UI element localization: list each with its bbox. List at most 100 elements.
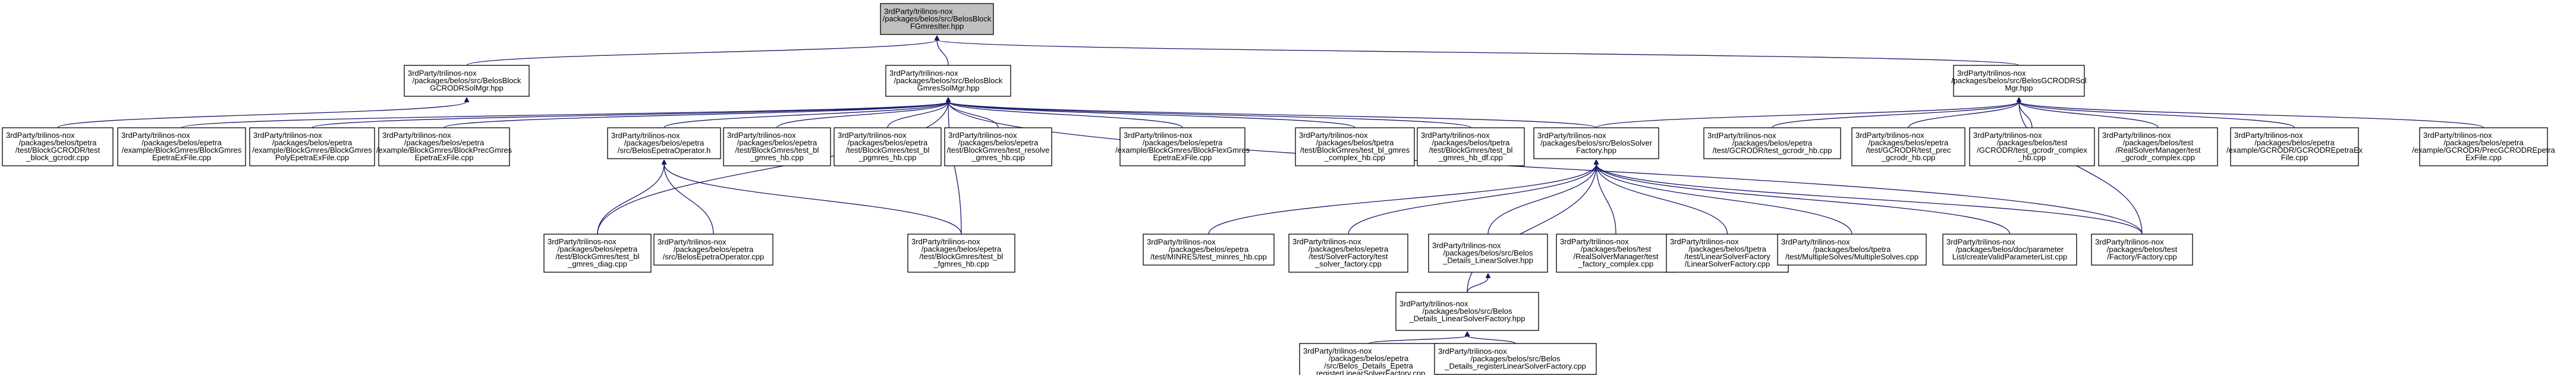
node-tpetra-bl-gmres-complex[interactable]: 3rdParty/trilinos-nox/packages/belos/tpe… (1295, 127, 1415, 166)
node-box (2091, 234, 2193, 266)
node-label-line: _gmres_diag.cpp (567, 260, 627, 269)
node-label-line: 3rdParty/trilinos-nox (1147, 237, 1216, 246)
edge-realsolvermanager-complex-to-gcrodr-solmgr2 (2019, 102, 2159, 128)
node-prec-gcrodr-epetra-ex[interactable]: 3rdParty/trilinos-nox/packages/belos/epe… (2412, 127, 2556, 166)
edge-tpetra-bl-gmres-diag-to-gmressolmgr (948, 102, 1471, 128)
node-label-line: _registerLinearSolverFactory.cpp (1311, 369, 1426, 375)
node-box (653, 234, 773, 266)
node-gcrodr-hb[interactable]: 3rdParty/trilinos-nox/packages/belos/epe… (1703, 127, 1841, 159)
node-label-line: 3rdParty/trilinos-nox (2423, 131, 2492, 140)
node-label-line: /packages/belos/tpetra (1688, 245, 1767, 254)
node-solverfactory-test[interactable]: 3rdParty/trilinos-nox/packages/belos/epe… (1288, 234, 1408, 273)
node-realsolvermanager-complex[interactable]: 3rdParty/trilinos-nox/packages/belos/tes… (2098, 127, 2218, 166)
node-label-line: /packages/belos/epetra (272, 138, 353, 147)
node-label-line: /example/GCRODR/PrecGCRODREpetra (2412, 146, 2555, 155)
edge-solverfactory-test-to-solverfactory-hpp (1348, 164, 1596, 235)
node-box (378, 127, 510, 166)
node-label-line: /test/BlockGmres/test_bl (1429, 146, 1513, 155)
node-gcrodr-epetra-ex[interactable]: 3rdParty/trilinos-nox/packages/belos/epe… (2226, 127, 2363, 166)
edge-gcrodr-prec-hb-to-gcrodr-solmgr2 (1908, 102, 2019, 128)
node-blockflex-ex[interactable]: 3rdParty/trilinos-nox/packages/belos/epe… (1115, 127, 1250, 166)
node-box (944, 127, 1052, 166)
node-test-bl-pgmres-hb[interactable]: 3rdParty/trilinos-nox/packages/belos/epe… (833, 127, 942, 166)
edge-createvalidparam-to-solverfactory-hpp (1596, 164, 2011, 235)
node-box (607, 127, 721, 159)
node-tpetra-bl-gmres-diag[interactable]: 3rdParty/trilinos-nox/packages/belos/tpe… (1417, 127, 1525, 166)
node-label-line: _gmres_hb_df.cpp (1438, 153, 1503, 162)
edge-tpetra-block-gcrodr-to-gcrodrsolmgr (57, 102, 467, 128)
node-factory-cpp[interactable]: 3rdParty/trilinos-nox/packages/belos/tes… (2091, 234, 2193, 266)
node-label-line: /packages/belos/src/Belos (1443, 248, 1533, 257)
node-label-line: 3rdParty/trilinos-nox (382, 131, 451, 140)
node-gmressolmgr[interactable]: 3rdParty/trilinos-nox/packages/belos/src… (885, 65, 1011, 97)
node-label-line: /packages/belos/src/Belos (1470, 354, 1561, 363)
nodes: 3rdParty/trilinos-nox/packages/belos/src… (2, 3, 2556, 375)
node-test-resolve-gmres[interactable]: 3rdParty/trilinos-nox/packages/belos/epe… (944, 127, 1052, 166)
node-minres-hb[interactable]: 3rdParty/trilinos-nox/packages/belos/epe… (1143, 234, 1275, 266)
node-label-line: /test/SolverFactory/test (1309, 252, 1388, 261)
node-box (2, 127, 114, 166)
node-label-line: /test/BlockGmres/test_bl_gmres (1300, 146, 1410, 155)
node-box (2098, 127, 2218, 166)
node-gcrodrsolmgr[interactable]: 3rdParty/trilinos-nox/packages/belos/src… (404, 65, 530, 97)
node-multiplesolves[interactable]: 3rdParty/trilinos-nox/packages/belos/tpe… (1777, 234, 1927, 266)
node-label-line: /packages/belos/src/BelosBlock (894, 76, 1003, 85)
node-box (1299, 343, 1438, 375)
edge-multiplesolves-to-solverfactory-hpp (1596, 164, 1852, 235)
node-details-linearsolver[interactable]: 3rdParty/trilinos-nox/packages/belos/src… (1428, 234, 1548, 273)
node-block-gmres-diag[interactable]: 3rdParty/trilinos-nox/packages/belos/epe… (543, 234, 652, 273)
node-label-line: /packages/belos/epetra (921, 245, 1002, 254)
node-label-line: /packages/belos/epetra (1169, 245, 1249, 254)
node-label-line: /test/MINRES/test_minres_hb.cpp (1150, 252, 1267, 261)
node-label-line: /src/Belos_Details_Epetra (1324, 361, 1413, 370)
node-label-line: /test/LinearSolverFactory (1684, 252, 1770, 261)
node-label-line: /packages/belos/tpetra (1316, 138, 1395, 147)
node-label-line: 3rdParty/trilinos-nox (121, 131, 190, 140)
node-test-bl-fgmres-hb[interactable]: 3rdParty/trilinos-nox/packages/belos/epe… (907, 234, 1015, 273)
node-label-line: /packages/belos/doc/parameter (1956, 245, 2064, 254)
node-box (2419, 127, 2548, 166)
node-details-linearsolverfactory[interactable]: 3rdParty/trilinos-nox/packages/belos/src… (1395, 292, 1539, 331)
node-label-line: _fgmres_hb.cpp (933, 260, 989, 269)
node-box (907, 234, 1015, 273)
node-tpetra-linearsolverfactory[interactable]: 3rdParty/trilinos-nox/packages/belos/tpe… (1666, 234, 1789, 273)
node-label-line: /GCRODR/test_gcrodr_complex (1977, 146, 2087, 155)
edge-solverfactory-hpp-to-gcrodr-solmgr2 (1596, 102, 2019, 128)
node-label-line: /packages/belos/epetra (674, 245, 754, 254)
node-epetra-operator-h[interactable]: 3rdParty/trilinos-nox/packages/belos/epe… (607, 127, 721, 159)
node-label-line: 3rdParty/trilinos-nox (658, 237, 726, 246)
node-tpetra-block-gcrodr[interactable]: 3rdParty/trilinos-nox/packages/belos/tpe… (2, 127, 114, 166)
node-label-line: 3rdParty/trilinos-nox (838, 131, 907, 140)
node-epetra-register[interactable]: 3rdParty/trilinos-nox/packages/belos/epe… (1299, 343, 1438, 375)
node-box (117, 127, 246, 166)
node-label-line: 3rdParty/trilinos-nox (1855, 131, 1924, 140)
edge-gcrodrsolmgr-to-root (466, 40, 937, 66)
node-box (1417, 127, 1525, 166)
node-test-bl-gmres-hb[interactable]: 3rdParty/trilinos-nox/packages/belos/epe… (723, 127, 831, 166)
node-label-line: _gmres_hb.cpp (971, 153, 1025, 162)
edge-test-bl-fgmres-hb-to-epetra-operator-h (664, 164, 962, 235)
node-label-line: /packages/belos/epetra (958, 138, 1039, 147)
node-label-line: 3rdParty/trilinos-nox (1707, 131, 1776, 140)
edge-details-linearsolver-to-solverfactory-hpp (1487, 164, 1596, 235)
node-root[interactable]: 3rdParty/trilinos-nox/packages/belos/src… (880, 3, 994, 35)
edge-realsolvermanager-factory-to-solverfactory-hpp (1596, 164, 1616, 235)
node-box (723, 127, 831, 166)
node-epetra-pseudo-ex[interactable]: 3rdParty/trilinos-nox/packages/belos/epe… (249, 127, 375, 166)
node-realsolvermanager-factory[interactable]: 3rdParty/trilinos-nox/packages/belos/tes… (1556, 234, 1676, 273)
node-label-line: /packages/belos/epetra (1732, 138, 1813, 147)
node-label-line: _Details_LinearSolver.hpp (1442, 256, 1533, 264)
node-register-cpp[interactable]: 3rdParty/trilinos-nox/packages/belos/src… (1434, 343, 1597, 375)
node-label-line: /packages/belos/src/BelosSolver (1540, 138, 1653, 147)
node-epetra-blockgmres-ex[interactable]: 3rdParty/trilinos-nox/packages/belos/epe… (117, 127, 246, 166)
node-epetra-operator-cpp[interactable]: 3rdParty/trilinos-nox/packages/belos/epe… (653, 234, 773, 266)
node-label-line: EpetraExFile.cpp (1153, 153, 1212, 162)
node-epetra-prec-ex[interactable]: 3rdParty/trilinos-nox/packages/belos/epe… (376, 127, 512, 166)
node-gcrodr-complex-hb[interactable]: 3rdParty/trilinos-nox/packages/belos/tes… (1969, 127, 2095, 166)
node-gcrodr-solmgr2[interactable]: 3rdParty/trilinos-nox/packages/belos/src… (1951, 65, 2087, 97)
node-label-line: /example/BlockGmres/BlockGmres (252, 146, 372, 155)
node-gcrodr-prec-hb[interactable]: 3rdParty/trilinos-nox/packages/belos/epe… (1851, 127, 1965, 166)
edge-gcrodr-epetra-ex-to-gcrodr-solmgr2 (2019, 102, 2295, 128)
node-createvalidparam[interactable]: 3rdParty/trilinos-nox/packages/belos/doc… (1942, 234, 2077, 266)
node-solverfactory-hpp[interactable]: 3rdParty/trilinos-nox/packages/belos/src… (1533, 127, 1659, 159)
